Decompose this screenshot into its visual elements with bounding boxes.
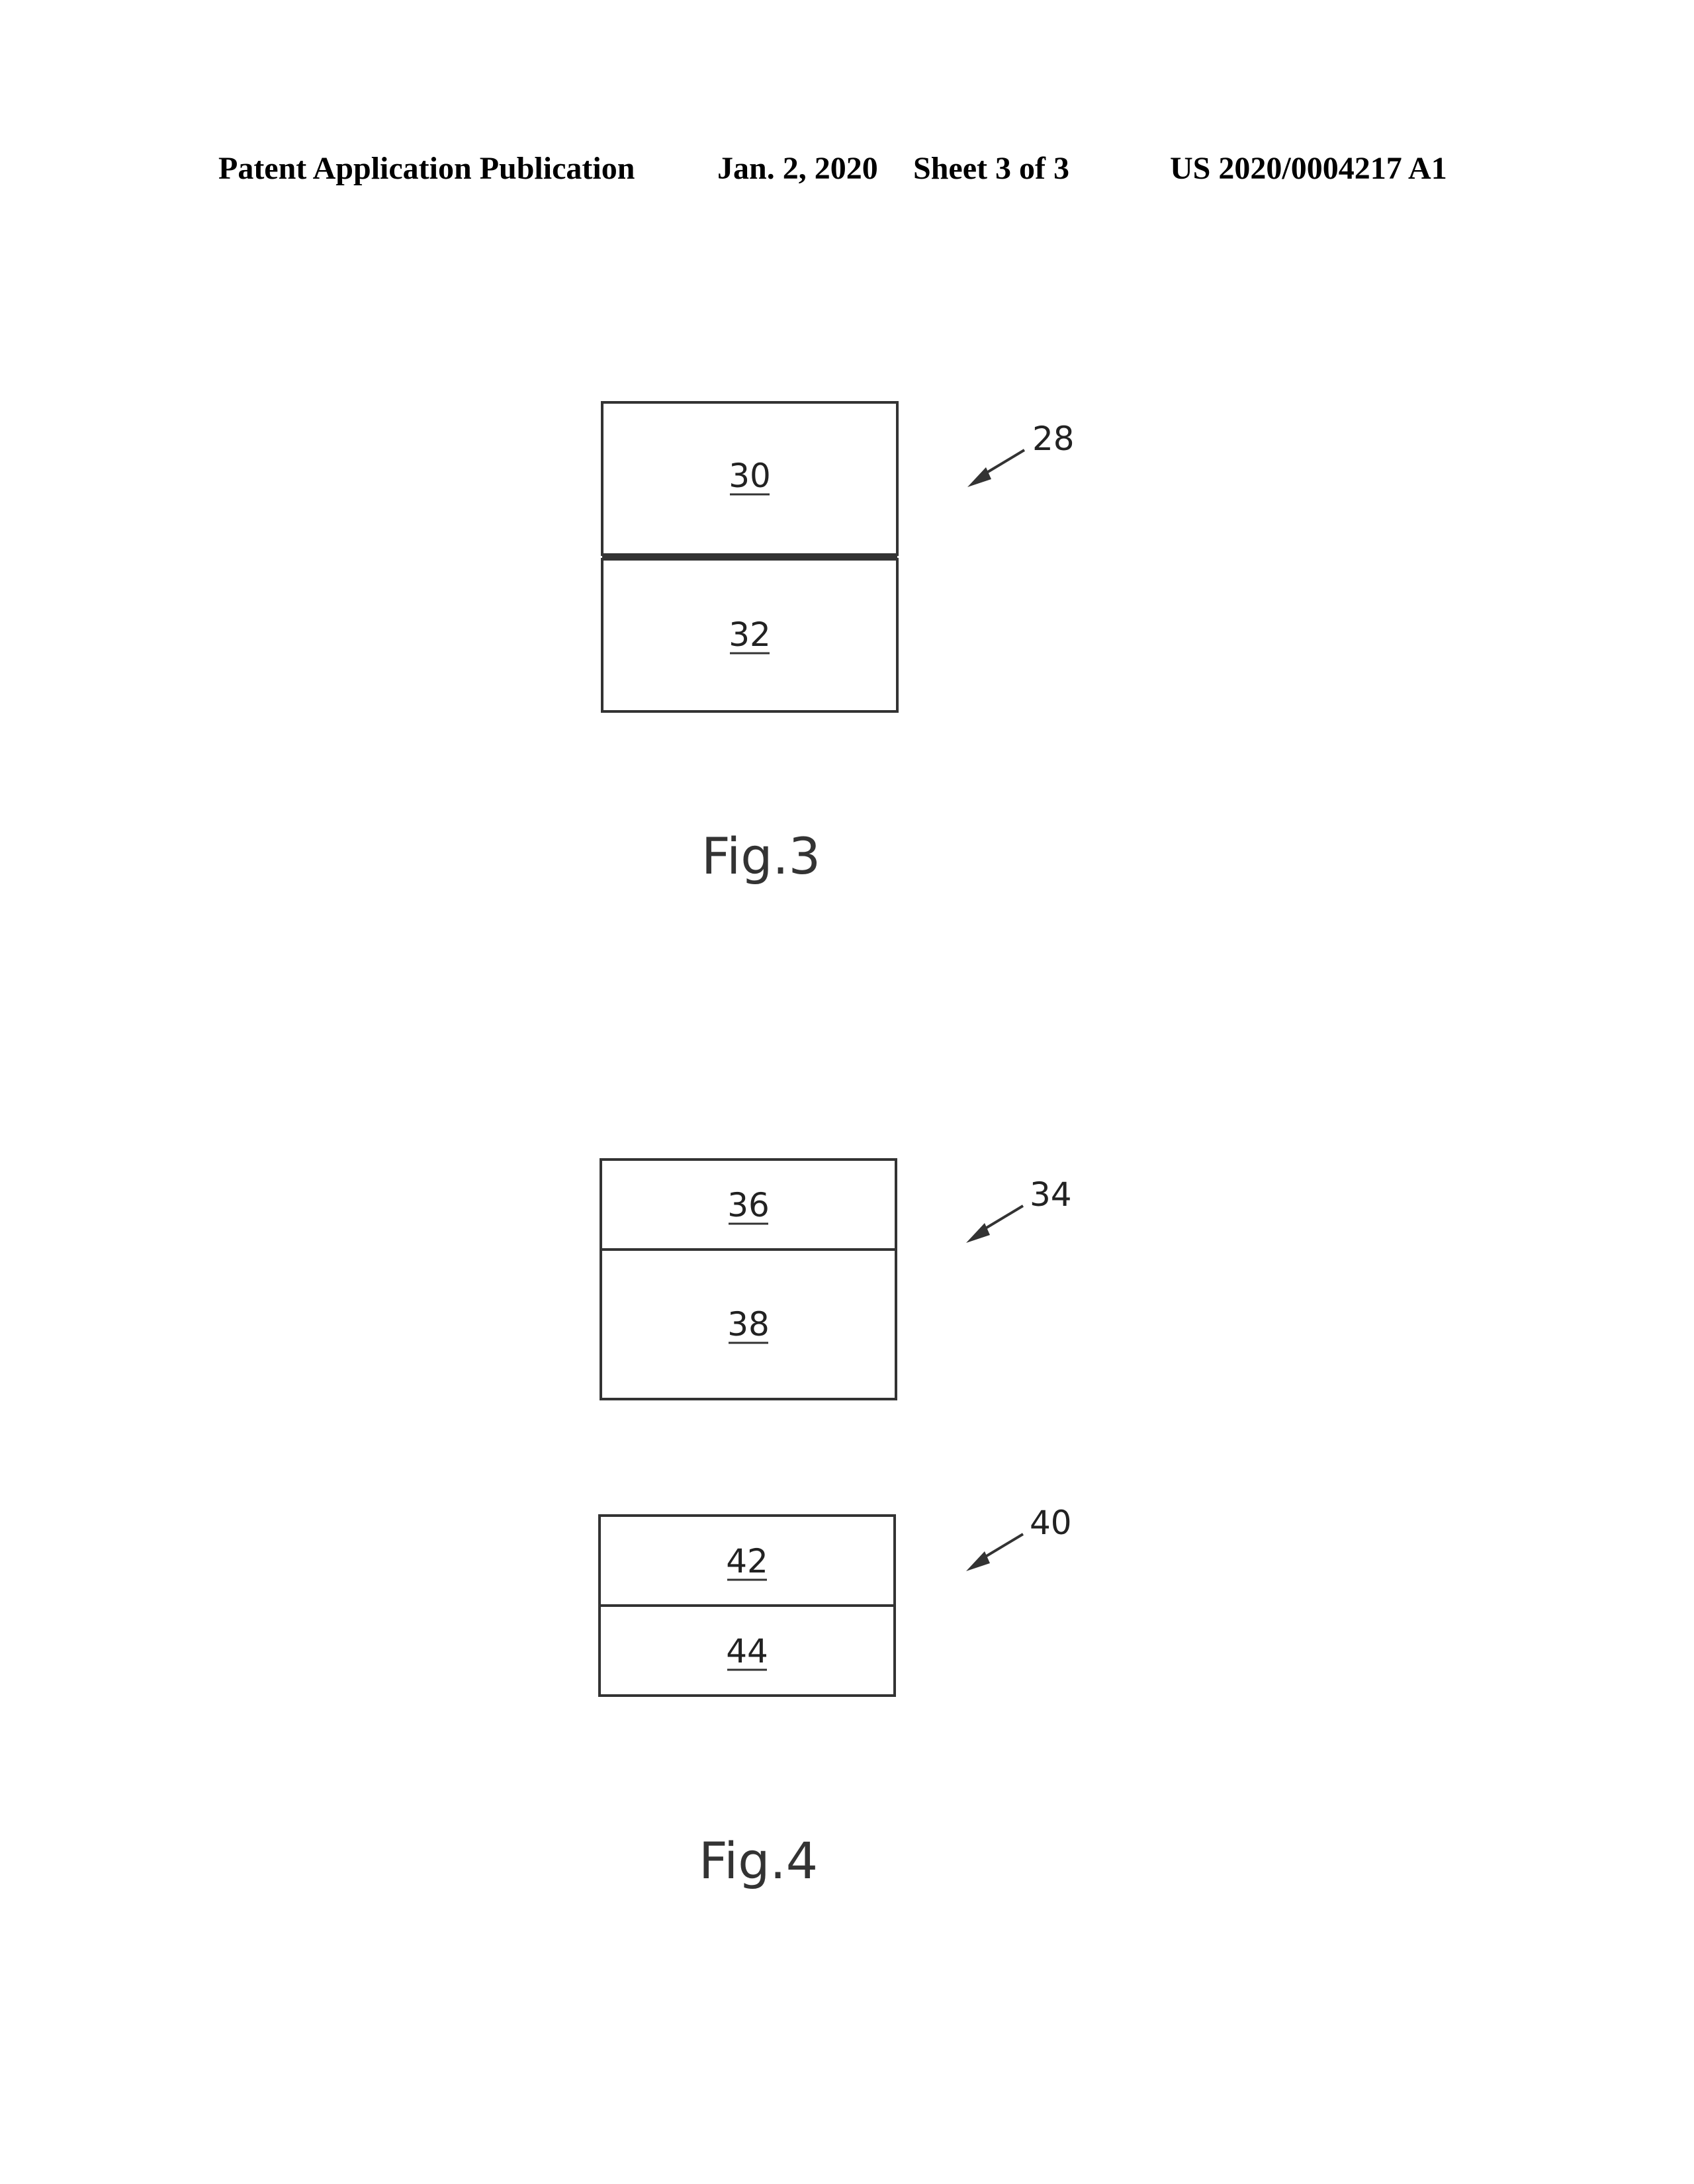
layer-30-box <box>601 401 899 556</box>
ref-30: 30 <box>729 457 771 495</box>
assembly-28-stack <box>601 401 899 713</box>
figure-4: 36 38 34 42 44 40 Fig.4 <box>598 1158 1072 1890</box>
assembly-40-stack <box>598 1514 896 1697</box>
ref-40: 40 <box>1030 1504 1072 1542</box>
ref-34-leader-arrow <box>966 1205 1024 1243</box>
ref-38: 38 <box>727 1305 770 1343</box>
ref-44: 44 <box>726 1632 768 1670</box>
ref-28: 28 <box>1032 420 1075 458</box>
ref-28-leader-arrow <box>967 449 1026 487</box>
figure-4-label: Fig.4 <box>699 1831 818 1890</box>
layer-44-box <box>598 1604 896 1697</box>
publication-number: US 2020/0004217 A1 <box>1170 151 1447 186</box>
page-header: Patent Application Publication Jan. 2, 2… <box>0 146 1694 192</box>
sheet-number: Sheet 3 of 3 <box>913 151 1069 186</box>
layer-38-box <box>600 1248 897 1400</box>
ref-32: 32 <box>729 615 771 654</box>
assembly-34-stack <box>600 1158 897 1400</box>
ref-34: 34 <box>1030 1175 1072 1214</box>
ref-36: 36 <box>727 1186 770 1224</box>
layer-32-box <box>601 558 899 713</box>
publication-date: Jan. 2, 2020 <box>717 151 878 186</box>
figure-3: 30 32 28 Fig.3 <box>601 401 1075 886</box>
ref-42: 42 <box>726 1542 768 1580</box>
publication-title: Patent Application Publication <box>218 151 635 186</box>
ref-40-leader-arrow <box>966 1533 1024 1571</box>
figure-3-label: Fig.3 <box>701 827 821 886</box>
